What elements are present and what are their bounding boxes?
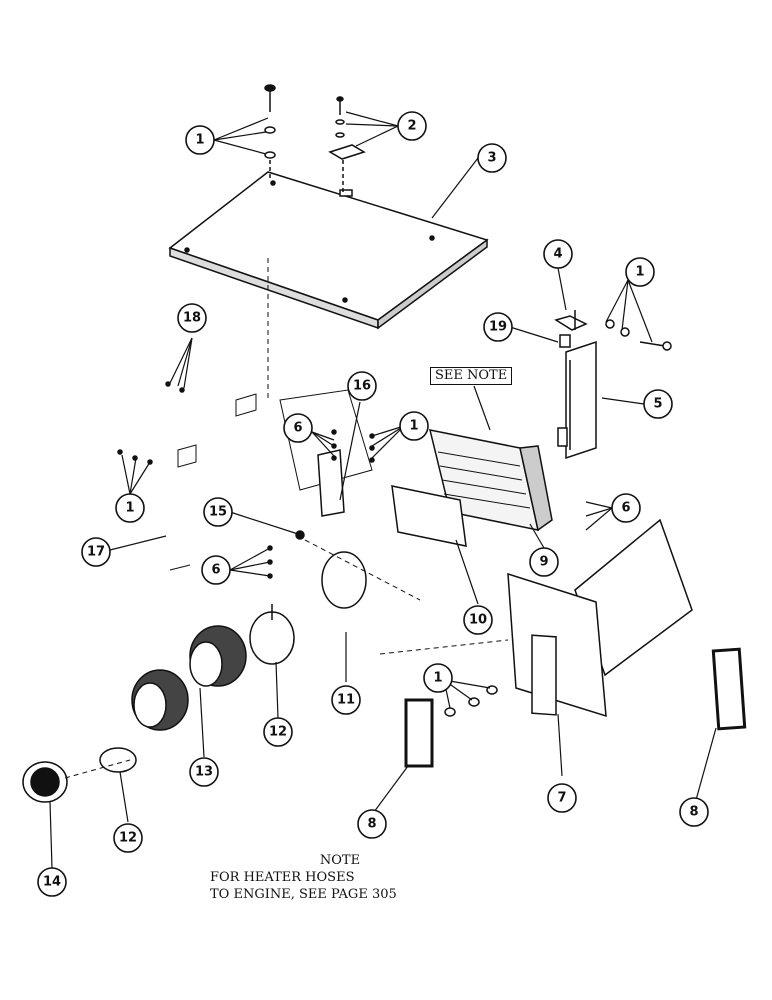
callout-6: 6 <box>293 421 302 436</box>
callout-18: 18 <box>183 311 201 326</box>
callout-5: 5 <box>653 397 662 412</box>
note-title: NOTE <box>319 853 361 868</box>
callout-1: 1 <box>125 501 134 516</box>
callout-6: 6 <box>211 563 220 578</box>
callout-17: 17 <box>87 545 105 560</box>
callout-4: 4 <box>553 247 562 262</box>
gasket-left <box>404 698 434 768</box>
callout-1: 1 <box>433 671 442 686</box>
see-note-label: SEE NOTE <box>430 367 513 385</box>
housing-base <box>379 518 693 718</box>
callout-9: 9 <box>539 555 548 570</box>
callout-1: 1 <box>409 419 418 434</box>
callout-8: 8 <box>367 817 376 832</box>
callout-numbers: 1 2 3 4 1 18 19 5 16 6 1 15 6 1 9 17 6 1… <box>43 119 699 890</box>
callout-6: 6 <box>621 501 630 516</box>
fasteners-bottom-group <box>444 685 498 717</box>
note-line-1: FOR HEATER HOSES <box>210 870 355 885</box>
callout-1: 1 <box>195 133 204 148</box>
callout-14: 14 <box>43 875 61 890</box>
callout-1: 1 <box>635 265 644 280</box>
callout-13: 13 <box>195 765 213 780</box>
callout-16: 16 <box>353 379 371 394</box>
note-block: NOTE FOR HEATER HOSES TO ENGINE, SEE PAG… <box>210 852 440 903</box>
blower-motor <box>131 604 295 731</box>
callout-2: 2 <box>407 119 416 134</box>
top-cover-panel <box>168 171 489 330</box>
mounting-brackets-left <box>169 393 257 571</box>
end-cap <box>22 761 68 803</box>
bracket-assembly <box>554 310 672 460</box>
callout-circles <box>37 111 709 897</box>
note-line-2: TO ENGINE, SEE PAGE 305 <box>210 887 397 902</box>
callout-12: 12 <box>269 725 287 740</box>
gasket-right <box>711 647 747 731</box>
callout-8: 8 <box>689 805 698 820</box>
filter-panel <box>391 485 467 547</box>
callout-3: 3 <box>487 151 496 166</box>
callout-10: 10 <box>469 613 487 628</box>
screw-set-top-center <box>328 96 366 195</box>
callout-11: 11 <box>337 693 355 708</box>
callout-19: 19 <box>489 320 507 335</box>
callout-12: 12 <box>119 831 137 846</box>
leader-lines <box>49 111 717 869</box>
retaining-ring <box>99 747 137 773</box>
bolt-set-top-left <box>264 84 276 178</box>
callout-15: 15 <box>209 505 227 520</box>
callout-7: 7 <box>557 791 566 806</box>
